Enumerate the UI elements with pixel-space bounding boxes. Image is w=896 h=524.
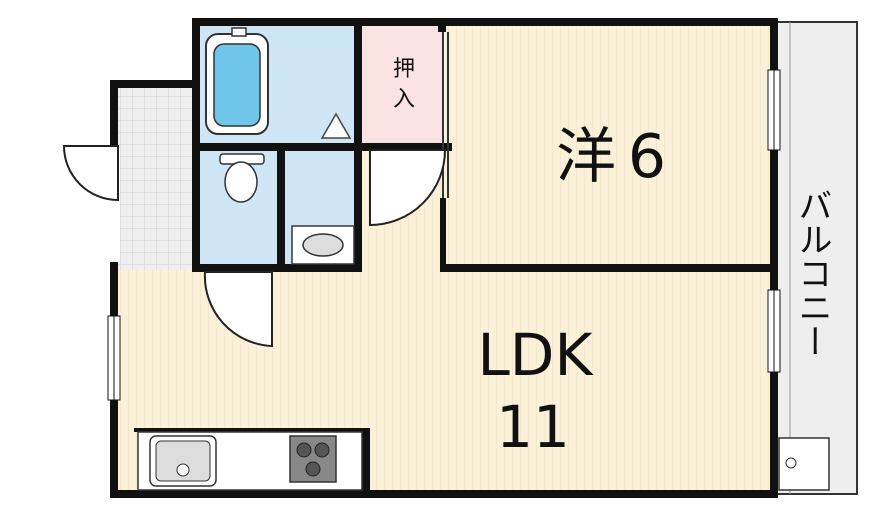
ldk-size: 11 [496,393,570,461]
western-room-label: 洋 [556,122,616,192]
toilet-icon [219,153,265,203]
washing-machine-pan-icon [778,437,830,491]
closet-label-1: 押 [393,57,415,82]
bathtub-icon [205,27,269,135]
closet-floor [362,24,442,146]
balcony-area [774,21,858,495]
entry-tile [117,86,199,270]
kitchen-counter [137,431,363,491]
western-room-floor [445,24,775,270]
washbasin-icon [291,225,355,265]
gas-stove-icon [289,435,337,483]
door-swings [62,112,447,348]
western-door-swing [369,149,447,227]
kitchen-sink-icon [149,435,217,487]
ldk-label: LDK [477,321,594,389]
western-room-size: 6 [628,122,666,192]
balcony-label: バルコニー [792,188,832,358]
walls [110,18,778,498]
entrance-door-swing [62,145,119,202]
toilet-door-swing [203,271,273,348]
closet-label-2: 入 [393,87,415,112]
